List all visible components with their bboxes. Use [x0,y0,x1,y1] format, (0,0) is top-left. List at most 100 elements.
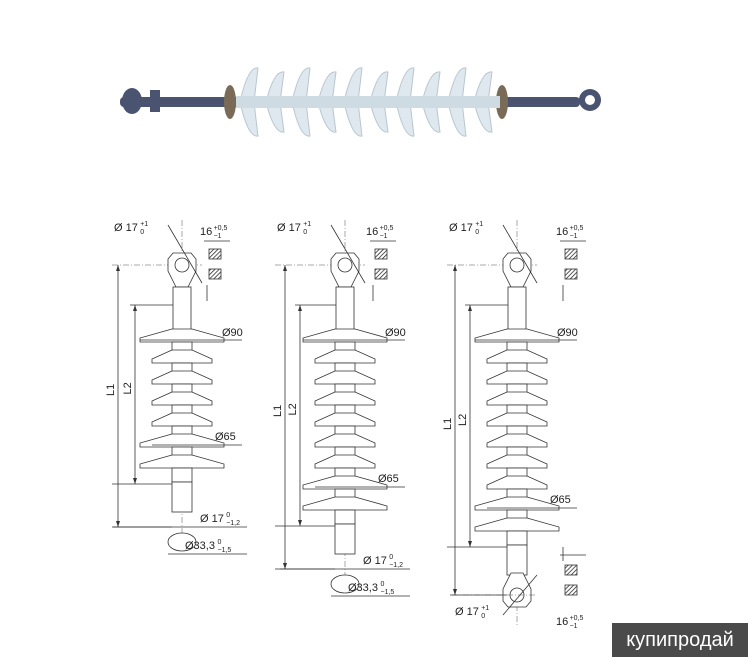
bottom-eye-diameter: Ø 17 [455,606,479,618]
slot-width-tol-upper: +0,5 [570,615,584,622]
eye-hole [337,257,353,273]
neck [172,286,192,331]
pin-diameter: Ø 17 [363,555,387,567]
L1-label: L1 [442,418,454,430]
leader-line [502,574,538,616]
small-shed [151,349,213,364]
core-housing [334,509,356,525]
large-shed [139,454,225,469]
small-shed [486,412,548,427]
slot-width-tol-lower: −1 [570,623,578,630]
slot-width-tol-lower: −1 [214,233,222,240]
eye-hole [174,257,190,273]
slot-width-tol-upper: +0,5 [570,225,584,232]
slot-width: 16 [556,226,568,238]
ball-diameter-tol-lower: −1,5 [381,589,395,596]
eye-diameter-tol-lower: 0 [140,229,144,236]
large-shed [302,475,388,490]
neck [507,286,527,331]
leader-line [167,224,203,284]
hatched-section [374,268,388,280]
large-shed [139,328,225,343]
hatched-section [564,268,578,280]
small-shed [314,454,376,469]
large-shed [302,496,388,511]
pin-diameter-tol-upper: 0 [226,512,230,519]
slot-width: 16 [556,616,568,628]
leader-line [330,224,366,284]
ball-diameter-tol-upper: 0 [381,581,385,588]
large-shed [474,496,560,511]
L2-label: L2 [122,382,134,394]
ball-end [167,532,197,552]
slot-width: 16 [366,226,378,238]
ball-diameter-tol-lower: −1,5 [218,547,232,554]
small-shed [486,454,548,469]
hatched-section [374,248,388,260]
eye-diameter: Ø 17 [449,222,473,234]
large-shed [139,433,225,448]
eye-diameter-tol-lower: 0 [303,229,307,236]
bottom-eye-diameter-tol-lower: 0 [481,613,485,620]
pin-diameter-tol-upper: 0 [389,554,393,561]
slot-width-tol-lower: −1 [380,233,388,240]
end-disc [224,85,236,119]
collar [150,90,160,112]
eye-diameter-tol-lower: 0 [475,229,479,236]
hatched-section [564,584,578,596]
small-shed [314,433,376,448]
eye-hole [509,257,525,273]
hatched-section [208,268,222,280]
d65-label: Ø65 [550,494,571,506]
large-shed [474,328,560,343]
L1-label: L1 [105,384,117,396]
eye-diameter: Ø 17 [114,222,138,234]
L1-label: L1 [272,405,284,417]
small-shed [486,433,548,448]
hatched-section [564,564,578,576]
small-shed [314,349,376,364]
slot-width-tol-lower: −1 [570,233,578,240]
small-shed [486,475,548,490]
end-disc [496,85,508,119]
small-shed [151,412,213,427]
large-shed [302,328,388,343]
d90-label: Ø90 [385,327,406,339]
ball-end [330,574,360,594]
small-shed [151,391,213,406]
L2-label: L2 [287,403,299,415]
d90-label: Ø90 [557,327,578,339]
insulator-photo [120,67,601,137]
slot-width-tol-upper: +0,5 [214,225,228,232]
bottom-eye-diameter-tol-upper: +1 [481,605,489,612]
d90-label: Ø90 [222,327,243,339]
end-fitting [334,523,356,555]
end-fitting [171,481,193,513]
eye-diameter-tol-upper: +1 [303,221,311,228]
ball-diameter: Ø33,3 [185,540,215,552]
hatched-section [564,248,578,260]
housing [236,96,500,108]
pin-diameter: Ø 17 [200,513,224,525]
core-housing [506,530,528,546]
eye-diameter-tol-upper: +1 [475,221,483,228]
small-shed [486,391,548,406]
small-shed [314,391,376,406]
pin-diameter-tol-lower: −1,2 [389,562,403,569]
pin-diameter-tol-lower: −1,2 [226,520,240,527]
L2-label: L2 [457,414,469,426]
small-shed [486,349,548,364]
eye-diameter: Ø 17 [277,222,301,234]
small-shed [486,370,548,385]
small-shed [314,370,376,385]
neck [335,286,355,331]
watermark-logo: купипродай [612,623,748,657]
small-shed [151,370,213,385]
core-housing [171,467,193,483]
slot-width-tol-upper: +0,5 [380,225,394,232]
d65-label: Ø65 [378,473,399,485]
